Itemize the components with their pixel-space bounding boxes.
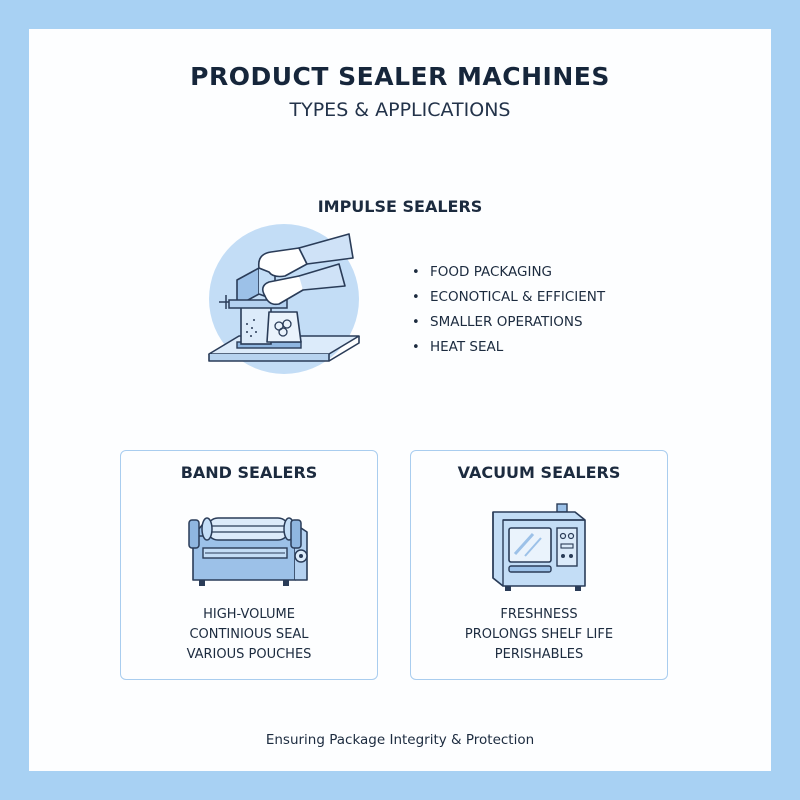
page-subtitle: TYPES & APPLICATIONS [289, 99, 511, 121]
list-item: PROLONGS SHELF LIFE [464, 627, 614, 642]
infographic-card: PRODUCT SEALER MACHINES TYPES & APPLICAT… [29, 29, 771, 771]
list-item: •FOOD PACKAGING [412, 264, 553, 280]
band-features-list: HIGH-VOLUME CONTINIOUS SEAL VARIOUS POUC… [121, 605, 377, 665]
list-item: •HEAT SEAL [412, 339, 504, 355]
list-item: VARIOUS POUCHES [186, 647, 312, 662]
band-sealers-heading: BAND SEALERS [180, 463, 318, 482]
impulse-sealers-heading: IMPULSE SEALERS [317, 197, 483, 216]
band-sealers-panel: BAND SEALERS HIGH-VOLUME [120, 450, 378, 680]
vacuum-features-list: FRESHNESS PROLONGS SHELF LIFE PERISHABLE… [411, 605, 667, 665]
vacuum-sealers-heading: VACUUM SEALERS [457, 463, 621, 482]
vacuum-sealer-icon [492, 503, 586, 591]
list-item: •SMALLER OPERATIONS [412, 314, 583, 330]
impulse-sealer-icon [208, 224, 360, 374]
vacuum-sealers-panel: VACUUM SEALERS FRE [410, 450, 668, 680]
footer-tagline: Ensuring Package Integrity & Protection [265, 732, 535, 748]
list-item: •ECONOTICAL & EFFICIENT [412, 289, 606, 305]
list-item: HIGH-VOLUME [203, 607, 295, 622]
list-item: PERISHABLES [494, 647, 584, 662]
impulse-features-list: •FOOD PACKAGING •ECONOTICAL & EFFICIENT … [412, 263, 605, 363]
list-item: CONTINIOUS SEAL [189, 627, 309, 642]
list-item: FRESHNESS [500, 607, 578, 622]
band-sealer-icon [188, 517, 308, 586]
page-title: PRODUCT SEALER MACHINES [190, 62, 610, 91]
